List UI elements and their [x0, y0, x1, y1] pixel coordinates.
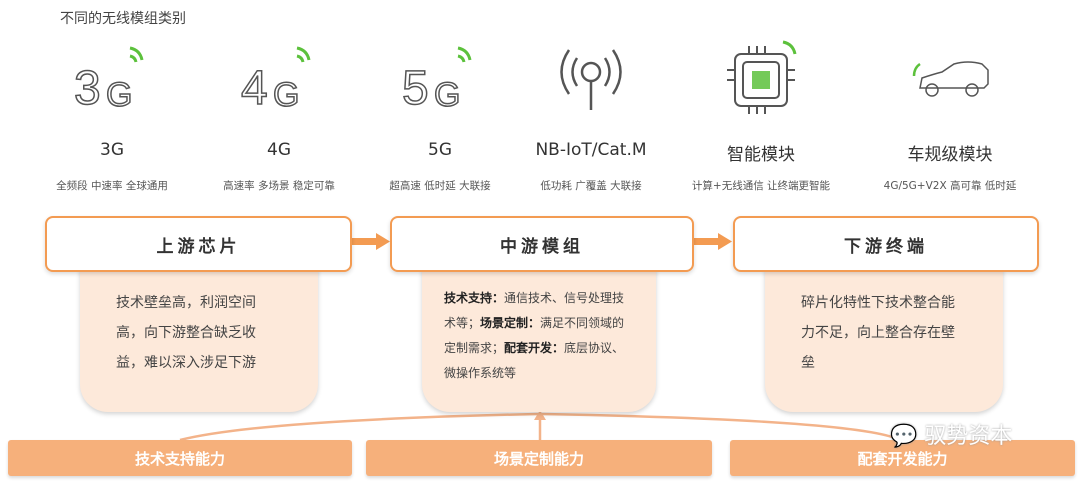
svg-text:G: G [106, 76, 132, 114]
chip-icon [727, 40, 797, 114]
capability-tech-support: 技术支持能力 [8, 440, 352, 476]
module-desc: 超高速 低时延 大联接 [389, 180, 491, 192]
text-scene: 满足不同领域的定制需求； [444, 316, 625, 355]
car-icon [912, 61, 989, 97]
watermark-text: 驭势资本 [924, 424, 1013, 449]
key-scene: 场景定制： [480, 316, 541, 330]
text-tech: 通信技术、信号处理技术等； [444, 291, 625, 330]
module-card-auto: 车规级模块 4G/5G+V2X 高可靠 低时延 [870, 40, 1030, 200]
watermark: 💬 驭势资本 [890, 418, 1012, 450]
svg-text:5: 5 [402, 62, 429, 115]
module-desc: 低功耗 广覆盖 大联接 [540, 180, 642, 192]
module-label: 3G [100, 140, 124, 160]
svg-text:4: 4 [241, 62, 268, 115]
text-dev: 底层协议、微操作系统等 [444, 341, 625, 380]
module-desc: 全频段 中速率 全球通用 [56, 180, 168, 192]
module-label: NB-IoT/Cat.M [535, 140, 647, 160]
upstream-desc: 技术壁垒高，利润空间高，向下游整合缺乏收益，难以深入涉足下游 [80, 266, 318, 412]
section-title: 不同的无线模组类别 [60, 11, 186, 27]
key-tech: 技术支持： [444, 291, 505, 305]
svg-text:3: 3 [74, 62, 101, 115]
module-label: 4G [267, 140, 291, 160]
svg-text:G: G [434, 76, 460, 114]
module-label: 智能模块 [727, 145, 795, 165]
upstream-header: 上游芯片 [45, 216, 352, 272]
module-label: 车规级模块 [907, 145, 993, 165]
key-dev: 配套开发： [504, 341, 565, 355]
module-desc: 4G/5G+V2X 高可靠 低时延 [883, 180, 1017, 192]
module-card-smart: 智能模块 计算+无线通信 让终端更智能 [681, 40, 841, 200]
downstream-header: 下游终端 [733, 216, 1039, 272]
antenna-icon [560, 49, 622, 110]
capability-scene-custom: 场景定制能力 [366, 440, 712, 476]
module-desc: 高速率 多场景 稳定可靠 [223, 180, 335, 192]
module-card-nbiot: NB-IoT/Cat.M 低功耗 广覆盖 大联接 [511, 40, 671, 200]
capability-dev: 配套开发能力 [730, 440, 1075, 476]
downstream-desc: 碎片化特性下技术整合能力不足，向上整合存在壁垒 [765, 266, 1003, 412]
svg-text:G: G [273, 76, 299, 114]
midstream-header: 中游模组 [390, 216, 694, 272]
module-desc: 计算+无线通信 让终端更智能 [691, 180, 831, 192]
midstream-desc: 技术支持：通信技术、信号处理技术等；场景定制：满足不同领域的定制需求；配套开发：… [422, 266, 656, 412]
wechat-icon: 💬 [890, 424, 918, 449]
module-label: 5G [428, 140, 452, 160]
